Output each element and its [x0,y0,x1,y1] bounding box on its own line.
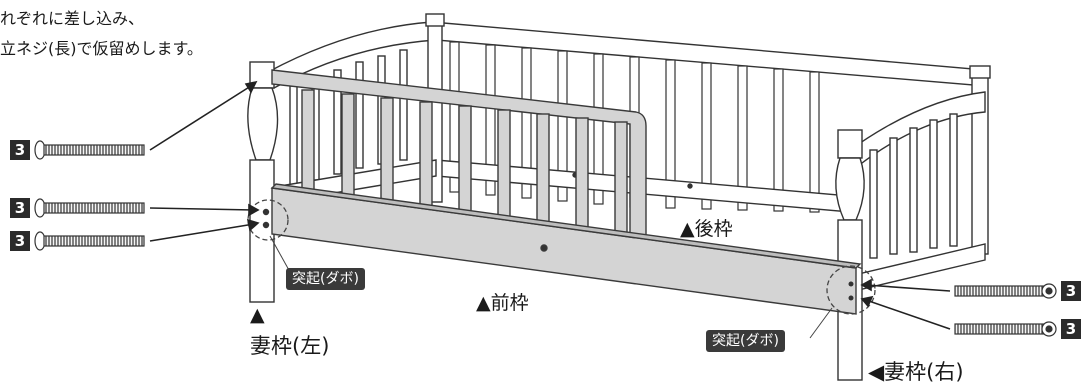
dowel-label-right: 突起(ダボ) [706,330,785,352]
screw-count-badge: 3 [10,140,30,160]
instruction-line-2: 立ネジ(長)で仮留めします。 [0,39,203,58]
dowel-label-left: 突起(ダボ) [286,268,365,290]
screw-count-badge: 3 [10,198,30,218]
screws-right [954,283,1057,337]
left-marker-arrow: ▲ [250,304,265,326]
right-end-frame [835,91,986,381]
end-frame-right-label: ◀妻枠(右) [868,360,964,384]
front-frame-label: ▲前枠 [476,292,529,314]
screw-count-badge: 3 [10,231,30,251]
end-frame-left-label: 妻枠(左) [250,334,330,358]
dowel-highlight-right [826,265,876,315]
instruction-line-1: れぞれに差し込み、 [0,9,145,28]
dowel-highlight-left [247,199,289,241]
back-frame-label: ▲後枠 [680,218,733,240]
screw-count-badge: 3 [1061,281,1081,301]
screws-left [34,140,145,251]
screw-count-badge: 3 [1061,319,1081,339]
